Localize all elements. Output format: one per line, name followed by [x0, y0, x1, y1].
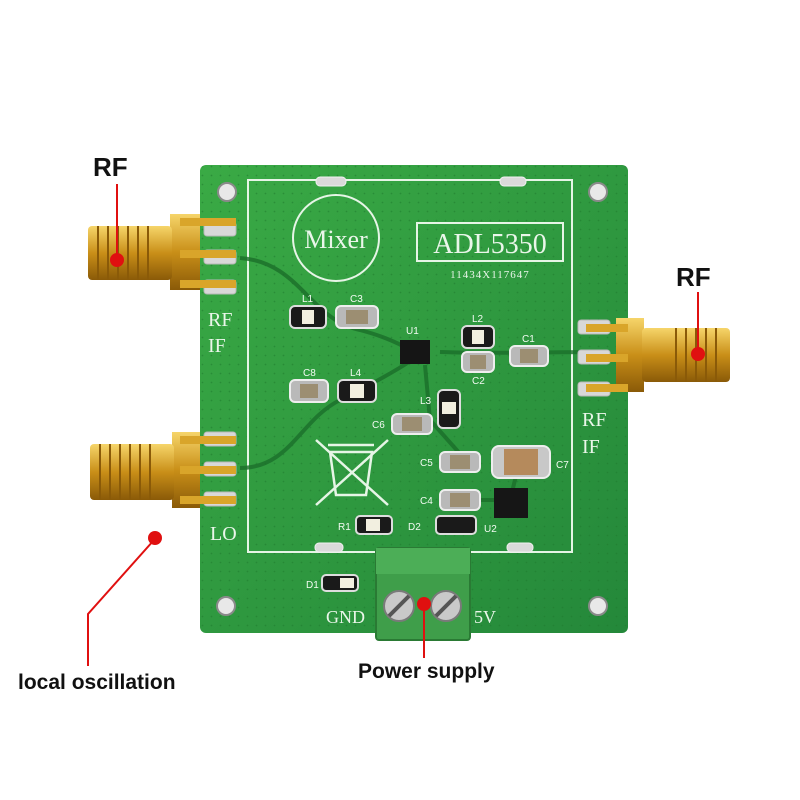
ref-l2: L2	[472, 314, 484, 325]
port-right-if: IF	[582, 436, 600, 458]
ref-c7: C7	[556, 460, 569, 471]
ref-l3: L3	[420, 396, 432, 407]
ref-u1: U1	[406, 326, 419, 337]
ref-l4: L4	[350, 368, 362, 379]
smd-components	[289, 305, 551, 592]
ref-c6: C6	[372, 420, 385, 431]
ref-d1: D1	[306, 580, 319, 591]
ref-r1: R1	[338, 522, 351, 533]
chip-label-box: ADL5350 11434X117647	[416, 222, 564, 281]
ref-d2: D2	[408, 522, 421, 533]
port-lo: LO	[210, 523, 237, 545]
annotation-markers	[87, 184, 705, 666]
mixer-logo: Mixer	[292, 194, 380, 282]
ref-c4: C4	[420, 496, 433, 507]
ref-designators: L1 C3 U1 L2 C1 C2 C8 L4 L3 C6 C5 C7 C4 R…	[302, 294, 569, 591]
ref-l1: L1	[302, 294, 314, 305]
callout-rf-right: RF	[676, 262, 711, 292]
callout-power-supply: Power supply	[358, 660, 495, 683]
mounting-holes	[216, 182, 608, 616]
ref-c5: C5	[420, 458, 433, 469]
callout-local-oscillation: local oscillation	[18, 671, 176, 694]
port-left-rf: RF	[208, 309, 232, 331]
ref-c8: C8	[303, 368, 316, 379]
ref-c2: C2	[472, 376, 485, 387]
chip-label: ADL5350	[433, 229, 547, 260]
port-left-if: IF	[208, 335, 226, 357]
serial-number: 11434X117647	[450, 269, 530, 281]
callout-rf-left: RF	[93, 152, 128, 182]
ref-c3: C3	[350, 294, 363, 305]
gnd-label: GND	[326, 607, 365, 627]
weee-bin-icon	[315, 439, 389, 506]
mixer-label: Mixer	[304, 225, 368, 254]
ref-u2: U2	[484, 524, 497, 535]
sma-connector-rf-left	[88, 214, 236, 290]
v5-label: 5V	[474, 607, 496, 627]
port-right-rf: RF	[582, 409, 606, 431]
sma-connector-lo	[90, 432, 236, 508]
power-terminal-block	[375, 547, 471, 641]
ref-c1: C1	[522, 334, 535, 345]
